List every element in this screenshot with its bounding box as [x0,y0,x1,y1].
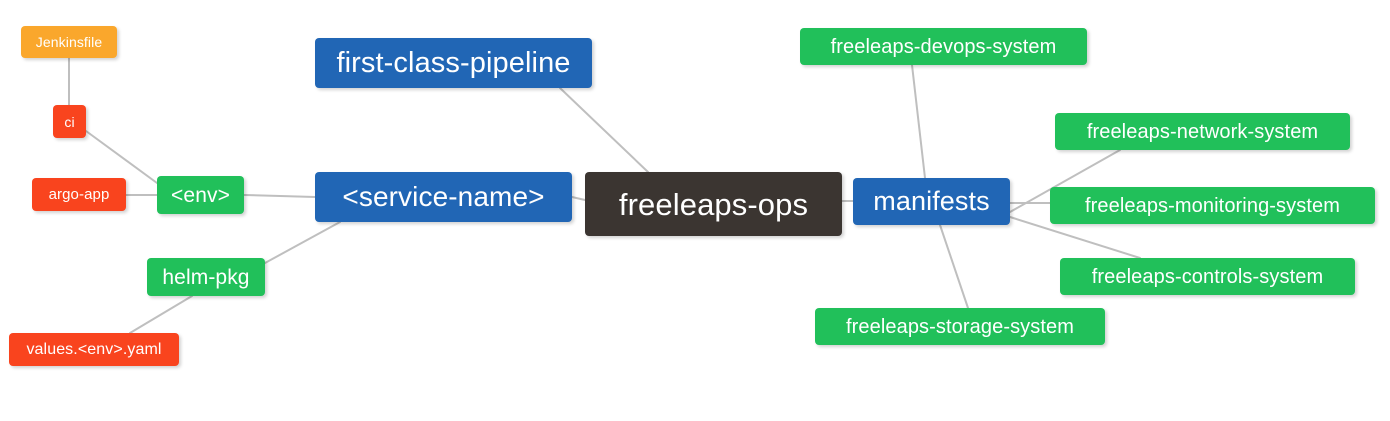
node-helm-pkg[interactable]: helm-pkg [147,258,265,296]
node-label-first-class-pipeline: first-class-pipeline [336,46,571,79]
node-freeleaps-monitoring-system[interactable]: freeleaps-monitoring-system [1050,187,1375,224]
node-label-helm-pkg: helm-pkg [162,265,250,289]
node-label-freeleaps-network-system: freeleaps-network-system [1086,120,1319,143]
edge-manifests-to-freeleaps-storage-system [939,224,969,309]
node-freeleaps-storage-system[interactable]: freeleaps-storage-system [815,308,1105,345]
node-freeleaps-devops-system[interactable]: freeleaps-devops-system [800,28,1087,65]
node-label-ci: ci [64,113,75,130]
edge-service-name-to-freeleaps-ops [571,196,586,201]
node-label-freeleaps-ops: freeleaps-ops [618,186,809,222]
edge-env-to-service-name [243,194,316,198]
edge-helm-pkg-to-service-name [264,221,341,264]
node-first-class-pipeline[interactable]: first-class-pipeline [315,38,592,88]
node-label-freeleaps-controls-system: freeleaps-controls-system [1091,265,1324,288]
node-label-freeleaps-devops-system: freeleaps-devops-system [830,35,1057,58]
node-label-freeleaps-monitoring-system: freeleaps-monitoring-system [1084,194,1340,217]
node-label-jenkinsfile: Jenkinsfile [35,34,103,50]
node-argo-app[interactable]: argo-app [32,178,126,211]
edge-manifests-to-freeleaps-devops-system [911,64,926,179]
node-label-service-name: <service-name> [342,181,545,212]
node-ci[interactable]: ci [53,105,86,138]
node-label-freeleaps-storage-system: freeleaps-storage-system [845,315,1075,338]
edge-ci-to-env [85,130,158,184]
node-freeleaps-controls-system[interactable]: freeleaps-controls-system [1060,258,1355,295]
node-service-name[interactable]: <service-name> [315,172,572,222]
node-jenkinsfile[interactable]: Jenkinsfile [21,26,117,58]
node-values-yaml[interactable]: values.<env>.yaml [9,333,179,366]
edge-values-yaml-to-helm-pkg [129,295,193,334]
node-freeleaps-network-system[interactable]: freeleaps-network-system [1055,113,1350,150]
node-label-argo-app: argo-app [48,186,110,203]
edge-first-class-pipeline-to-freeleaps-ops [559,87,649,173]
node-label-values-yaml: values.<env>.yaml [26,340,162,358]
node-label-manifests: manifests [873,186,990,216]
node-manifests[interactable]: manifests [853,178,1010,225]
node-label-env: <env> [171,183,230,207]
node-freeleaps-ops[interactable]: freeleaps-ops [585,172,842,236]
node-env[interactable]: <env> [157,176,244,214]
